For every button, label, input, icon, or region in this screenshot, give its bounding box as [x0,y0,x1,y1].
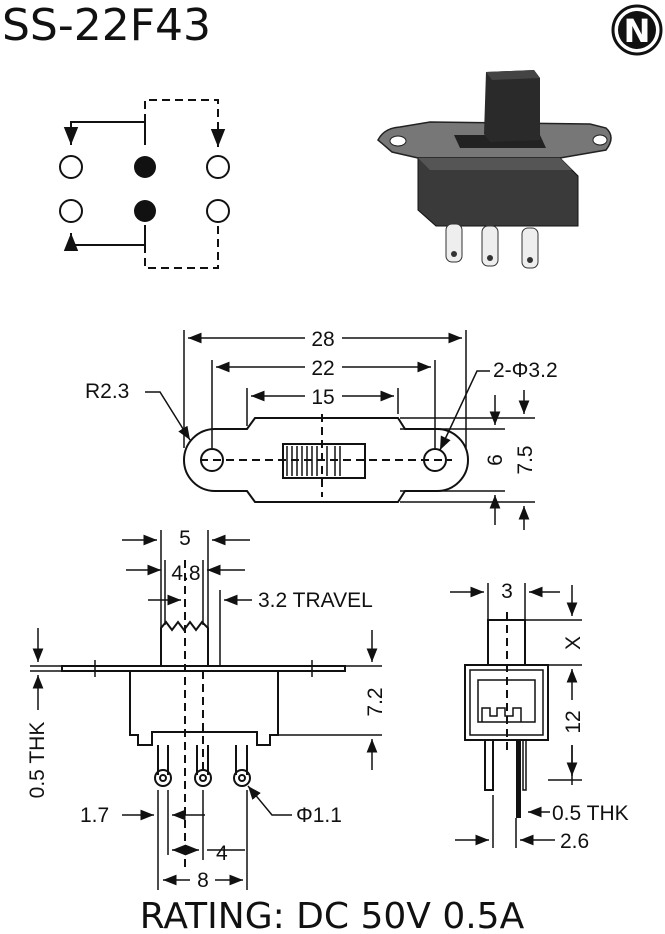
dim-side-actuator-width: 3 [501,580,513,603]
dim-pin-offset: 2.6 [560,830,589,853]
model-title: SS-22F43 [2,0,211,51]
contact-common [134,156,156,178]
dim-hole-spacing: 22 [311,357,334,380]
dim-pin-span: 8 [197,869,209,892]
contact-open [59,199,83,223]
dim-overall-width: 28 [311,328,334,351]
rating-label: RATING: DC 50V 0.5A [140,896,525,934]
dim-radius: R2.3 [85,380,129,403]
contact-schematic [59,99,230,269]
dim-holes: 2-Φ3.2 [493,359,558,382]
dim-actuator-height: X [562,636,585,650]
dim-pin-thickness: 0.5 THK [552,802,629,825]
contact-common [134,200,156,222]
contact-open [59,155,83,179]
dim-pin-diameter: Φ1.1 [296,804,342,827]
front-view: 5 4.8 3.2 TRAVEL 0.5 THK 7.2 1.7 Φ1.1 [26,527,387,892]
dim-body-width: 15 [311,386,334,409]
dim-actuator-width: 5 [179,527,191,550]
dim-travel: 3.2 TRAVEL [258,589,373,612]
contact-open [206,155,230,179]
top-view: 28 22 15 R2.3 2-Φ3.2 6 7.5 [85,328,558,530]
side-view: 3 X 12 0.5 THK 2.6 [450,580,629,853]
dim-height-outer: 7.5 [514,445,537,474]
dim-plate-thickness: 0.5 THK [26,722,49,799]
dim-pin-pitch: 1.7 [80,804,109,827]
dim-actuator-inner: 4.8 [171,562,200,585]
dim-pin-spacing: 4 [216,842,228,865]
product-illustration [377,70,612,269]
logo-letter: N [624,12,651,50]
dim-height-inner: 6 [484,454,507,466]
contact-open [206,199,230,223]
dim-body-height: 7.2 [364,687,387,716]
dim-side-body-height: 12 [562,710,585,733]
brand-logo: N [611,4,663,56]
